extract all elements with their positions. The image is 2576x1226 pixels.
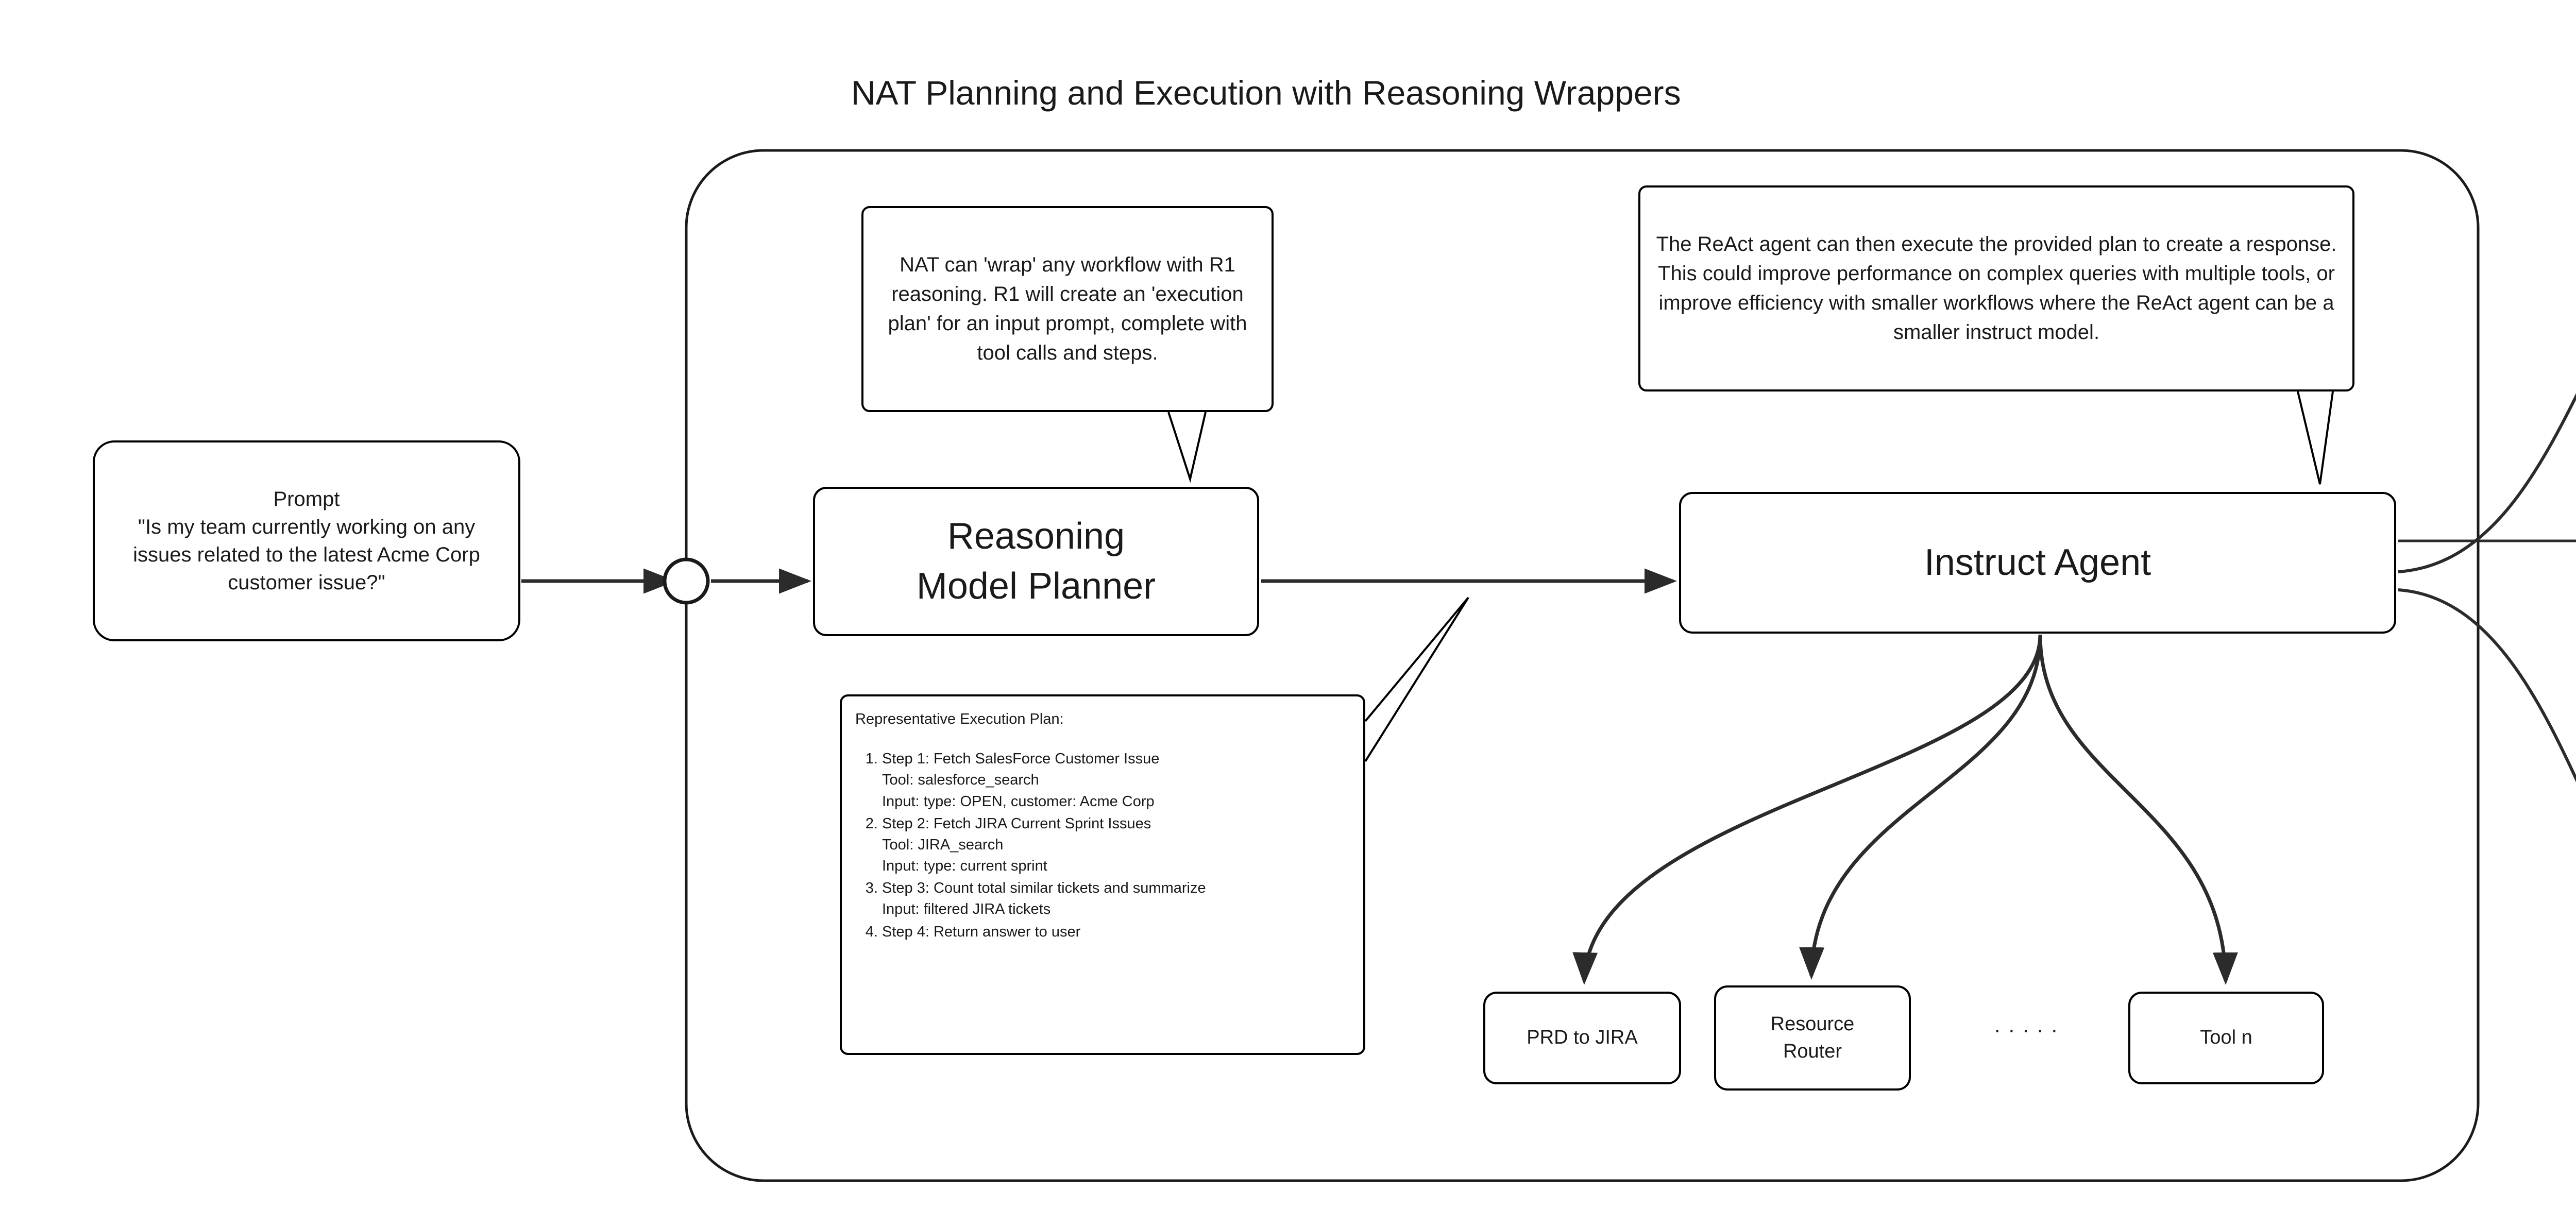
execution-plan-step: Step 2: Fetch JIRA Current Sprint Issues…: [882, 813, 1350, 877]
callout-react-agent: The ReAct agent can then execute the pro…: [1638, 185, 2354, 391]
tool-router-label-line1: Resource: [1770, 1013, 1855, 1035]
edge-instruct-to-correct: [2398, 393, 2576, 573]
step-input: Input: filtered JIRA tickets: [882, 901, 1051, 918]
execution-plan-box: Representative Execution Plan: Step 1: F…: [840, 694, 1365, 1055]
instruct-label: Instruct Agent: [1924, 541, 2151, 583]
tool-n-label: Tool n: [2200, 1027, 2252, 1049]
node-prompt[interactable]: Prompt "Is my team currently working on …: [93, 440, 520, 641]
callout-nat-tail: [1167, 412, 1207, 483]
planner-label-line1: Reasoning: [947, 515, 1125, 557]
plan-box-tail: [1364, 597, 1469, 762]
edge-instruct-to-failure: [2398, 588, 2576, 782]
callout-nat-reasoning: NAT can 'wrap' any workflow with R1 reas…: [861, 206, 1274, 412]
execution-plan-list: Step 1: Fetch SalesForce Customer Issue …: [855, 748, 1350, 943]
tool-ellipsis: .....: [1994, 1013, 2066, 1037]
planner-label-line2: Model Planner: [916, 566, 1156, 607]
callout-nat-text: NAT can 'wrap' any workflow with R1 reas…: [888, 253, 1247, 364]
prompt-label: Prompt: [273, 488, 340, 510]
step-tool: Tool: salesforce_search: [882, 772, 1039, 789]
edge-instruct-to-prd: [1572, 634, 2042, 985]
node-tool-resource-router[interactable]: Resource Router: [1714, 985, 1911, 1091]
step-title: Step 1: Fetch SalesForce Customer Issue: [882, 751, 1160, 768]
tool-prd-label: PRD to JIRA: [1527, 1027, 1638, 1049]
edge-instruct-to-tooln: [2038, 634, 2238, 985]
prompt-text: "Is my team currently working on any iss…: [133, 516, 480, 594]
step-tool: Tool: JIRA_search: [882, 836, 1004, 853]
execution-plan-step: Step 3: Count total similar tickets and …: [882, 878, 1350, 920]
step-title: Step 4: Return answer to user: [882, 923, 1081, 940]
execution-plan-title: Representative Execution Plan:: [855, 711, 1064, 727]
edge-instruct-to-router: [1799, 634, 2042, 980]
circle-junction: [663, 557, 710, 605]
node-instruct-agent[interactable]: Instruct Agent: [1679, 492, 2396, 634]
tool-router-label-line2: Router: [1783, 1041, 1842, 1062]
callout-react-text: The ReAct agent can then execute the pro…: [1656, 233, 2337, 344]
callout-react-tail: [2297, 391, 2334, 485]
diagram-title: NAT Planning and Execution with Reasonin…: [851, 74, 1681, 112]
node-reasoning-model-planner[interactable]: Reasoning Model Planner: [813, 487, 1259, 636]
execution-plan-step: Step 4: Return answer to user: [882, 922, 1350, 943]
step-input: Input: type: current sprint: [882, 858, 1047, 875]
execution-plan-step: Step 1: Fetch SalesForce Customer Issue …: [882, 748, 1350, 812]
step-title: Step 3: Count total similar tickets and …: [882, 880, 1206, 897]
step-input: Input: type: OPEN, customer: Acme Corp: [882, 793, 1155, 810]
step-title: Step 2: Fetch JIRA Current Sprint Issues: [882, 815, 1151, 832]
node-tool-n[interactable]: Tool n: [2128, 992, 2324, 1084]
node-tool-prd-to-jira[interactable]: PRD to JIRA: [1483, 992, 1681, 1084]
